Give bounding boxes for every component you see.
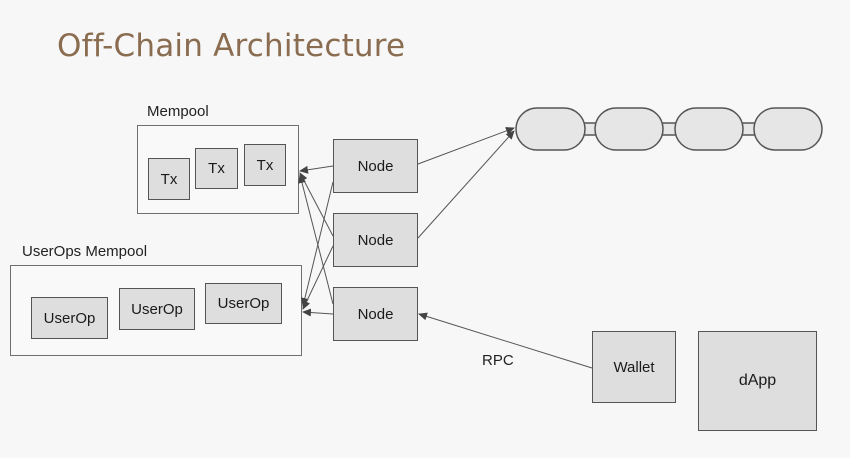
arrow-node1-to-userops xyxy=(300,181,334,307)
arrow-node1-to-mempool xyxy=(299,165,334,174)
node-box: Node xyxy=(333,287,418,341)
userop-box: UserOp xyxy=(119,288,195,330)
arrow-wallet-to-node xyxy=(418,312,593,369)
node-box: Node xyxy=(333,139,418,193)
arrow-node2-to-userops xyxy=(302,245,334,310)
node-box: Node xyxy=(333,213,418,267)
tx-box: Tx xyxy=(148,158,190,200)
chain-block xyxy=(674,107,744,151)
tx-box: Tx xyxy=(244,144,286,186)
wallet-box: Wallet xyxy=(592,331,676,403)
rpc-label: RPC xyxy=(482,352,514,369)
tx-box: Tx xyxy=(195,148,238,189)
arrow-node1-to-chain xyxy=(417,127,515,165)
mempool-label: Mempool xyxy=(147,103,209,120)
userop-box: UserOp xyxy=(205,283,282,324)
arrow-node3-to-mempool xyxy=(298,174,334,305)
chain-block xyxy=(753,107,823,151)
userop-box: UserOp xyxy=(31,297,108,339)
arrow-node2-to-chain xyxy=(417,130,515,239)
chain-block xyxy=(515,107,586,151)
userops-mempool-label: UserOps Mempool xyxy=(22,243,148,260)
chain-block xyxy=(594,107,664,151)
arrow-node3-to-userops xyxy=(302,308,334,317)
slide-title: Off-Chain Architecture xyxy=(57,28,406,64)
dapp-box: dApp xyxy=(698,331,817,431)
